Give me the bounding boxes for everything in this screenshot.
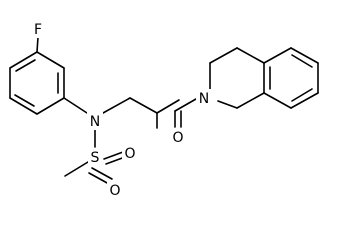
sulfonyl-oxygen-lower-label: O xyxy=(109,183,120,199)
sulfonamide-nitrogen-label: N xyxy=(90,114,100,130)
amide-linker-bonds xyxy=(129,97,197,129)
sulfonyl-oxygen-upper-label: O xyxy=(124,146,135,162)
fluorophenyl-ring xyxy=(9,36,65,115)
carbonyl-oxygen-label: O xyxy=(172,130,183,146)
ring-nitrogen-label: N xyxy=(199,91,209,107)
sulfur-label: S xyxy=(91,150,100,166)
fluorine-label: F xyxy=(34,22,42,38)
sulfonamide-bonds xyxy=(63,97,131,185)
atom-labels: F N S O O O N xyxy=(31,20,212,199)
tetrahydroisoquinoline-ring xyxy=(209,47,319,109)
chemical-structure-diagram: F N S O O O N xyxy=(9,20,319,199)
